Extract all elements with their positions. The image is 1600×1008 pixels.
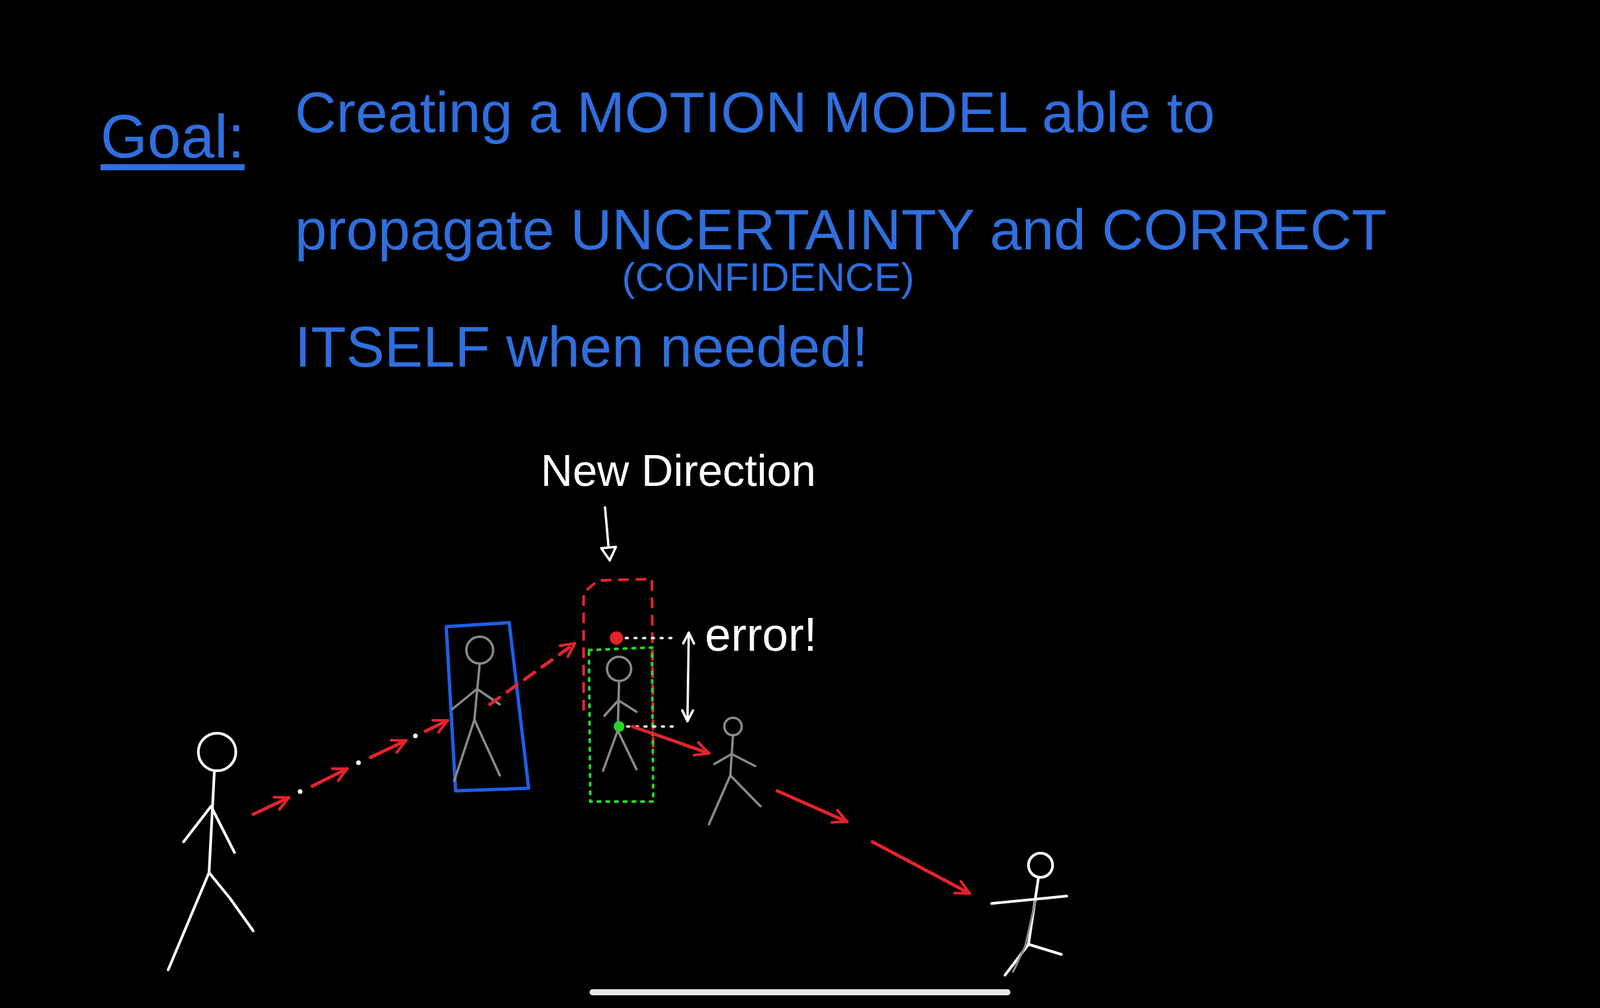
corrected-box (588, 647, 654, 802)
observed-figure (452, 636, 500, 781)
prediction-arrow (489, 643, 575, 705)
start-figure (168, 732, 254, 970)
intermediate-figure (714, 753, 732, 764)
observed-figure (474, 719, 500, 776)
start-figure (209, 770, 215, 873)
corrected-figure (607, 656, 632, 681)
direction-label: New Direction (540, 443, 856, 498)
trajectory-arrows (425, 720, 448, 731)
observed-figure (466, 636, 494, 664)
intermediate-figure (708, 775, 731, 825)
end-figure (1028, 852, 1053, 878)
predicted-point (609, 631, 624, 645)
intermediate-figure (708, 717, 761, 825)
end-figure (1028, 944, 1062, 955)
corrected-figure (618, 700, 637, 712)
home-indicator (589, 988, 1011, 995)
trajectory-arrows (312, 768, 348, 786)
error-leaders (625, 637, 676, 727)
error-bracket (687, 632, 689, 721)
intermediate-figure (724, 717, 742, 736)
trajectory-dots (413, 733, 419, 739)
end-figure-shade (1013, 901, 1036, 972)
trajectory-arrows (370, 740, 407, 758)
direction-pointer (605, 507, 610, 561)
corrected-box (588, 647, 654, 802)
corrected-figure (603, 656, 637, 771)
trajectory-dots (356, 760, 362, 766)
predicted-point (609, 631, 624, 645)
trajectory-dots (298, 733, 419, 794)
measured-point (613, 720, 625, 732)
start-figure (211, 806, 235, 853)
measured-point (613, 720, 625, 732)
corrected-trajectory (632, 726, 970, 894)
error-label: error! (704, 606, 920, 663)
observation-box (446, 622, 529, 791)
confidence-note-text: (CONFIDENCE) (621, 253, 1024, 302)
start-figure (209, 872, 254, 931)
corrected-trajectory (777, 790, 847, 822)
start-figure (183, 806, 212, 842)
goal-statement-text: Creating a MOTION MODEL able to propagat… (294, 53, 1488, 406)
end-figure (991, 852, 1067, 975)
corrected-trajectory (632, 726, 709, 754)
trajectory-arrows (253, 720, 448, 815)
intermediate-figure (731, 753, 756, 766)
start-figure (198, 732, 236, 771)
home-indicator (589, 988, 1011, 995)
goal-heading: Goal: (100, 100, 245, 173)
corrected-figure (604, 700, 619, 716)
start-figure (168, 872, 210, 970)
observed-figure (454, 719, 475, 781)
heading-text: Goal: (100, 100, 245, 173)
error-label-text: error! (704, 606, 920, 663)
direction-pointer (605, 507, 610, 561)
trajectory-dots (298, 789, 303, 794)
trajectory-arrows (253, 797, 289, 815)
goal-statement: Creating a MOTION MODEL able to propagat… (294, 53, 1488, 406)
end-figure (991, 895, 1067, 904)
end-figure-shade (1013, 901, 1036, 972)
corrected-figure (617, 730, 637, 770)
intermediate-figure (730, 775, 761, 807)
confidence-note: (CONFIDENCE) (621, 253, 1024, 302)
direction-label-text: New Direction (540, 443, 856, 498)
error-leaders (625, 636, 676, 640)
observation-box (446, 622, 529, 791)
corrected-trajectory (872, 841, 970, 894)
error-bracket (687, 632, 689, 721)
observed-figure (452, 688, 478, 709)
prediction-arrow (489, 643, 575, 705)
observed-figure (477, 688, 500, 705)
corrected-figure (603, 730, 618, 771)
